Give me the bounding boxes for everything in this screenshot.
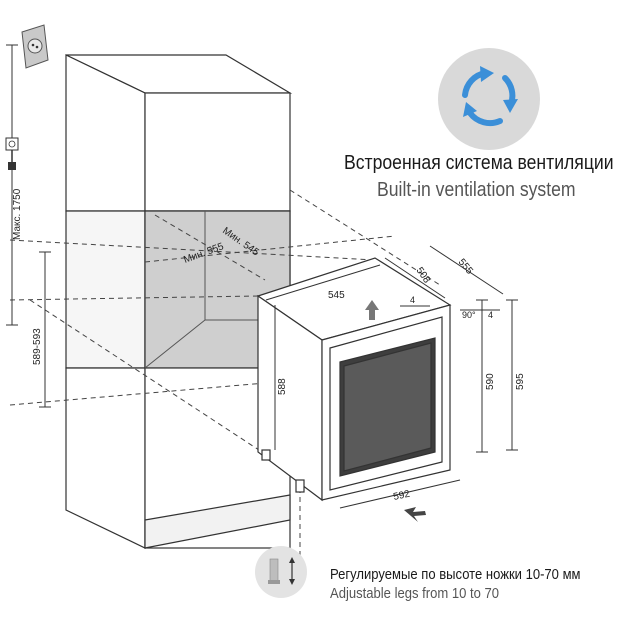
dim-bottom-width: 592 <box>392 489 411 503</box>
recycle-arrows-icon <box>438 48 540 150</box>
tall-cabinet <box>65 54 293 549</box>
ventilation-up-arrow-icon <box>365 300 379 320</box>
ventilation-title-en: Built-in ventilation system <box>377 179 576 201</box>
plug-icon <box>5 137 19 170</box>
legs-caption-en: Adjustable legs from 10 to 70 <box>330 586 500 602</box>
appliance-dimensions <box>265 245 518 509</box>
socket-icon <box>21 24 49 69</box>
legs-caption-ru: Регулируемые по высоте ножки 10-70 мм <box>330 567 581 583</box>
dim-gap-right: 4 <box>488 310 493 320</box>
wine-cooler <box>256 257 452 502</box>
ventilation-title-ru: Встроенная система вентиляции <box>344 152 614 174</box>
dim-depth-top: 508 <box>414 265 433 285</box>
adjustable-leg-icon <box>255 546 307 598</box>
dim-door-height: 590 <box>485 373 496 390</box>
dim-total-height: 595 <box>515 373 526 390</box>
dim-angle: 90° <box>462 310 476 320</box>
dim-top-width: 545 <box>328 290 345 301</box>
dim-gap-small: 4 <box>410 295 415 305</box>
max-height-label: Макс. 1750 <box>12 188 23 240</box>
niche-height-label: 589-593 <box>32 328 43 365</box>
ventilation-bottom-arrow-icon <box>404 507 426 522</box>
niche-height-dimension <box>39 251 51 408</box>
max-height-dimension <box>6 44 18 326</box>
dim-side-height: 588 <box>277 378 288 395</box>
